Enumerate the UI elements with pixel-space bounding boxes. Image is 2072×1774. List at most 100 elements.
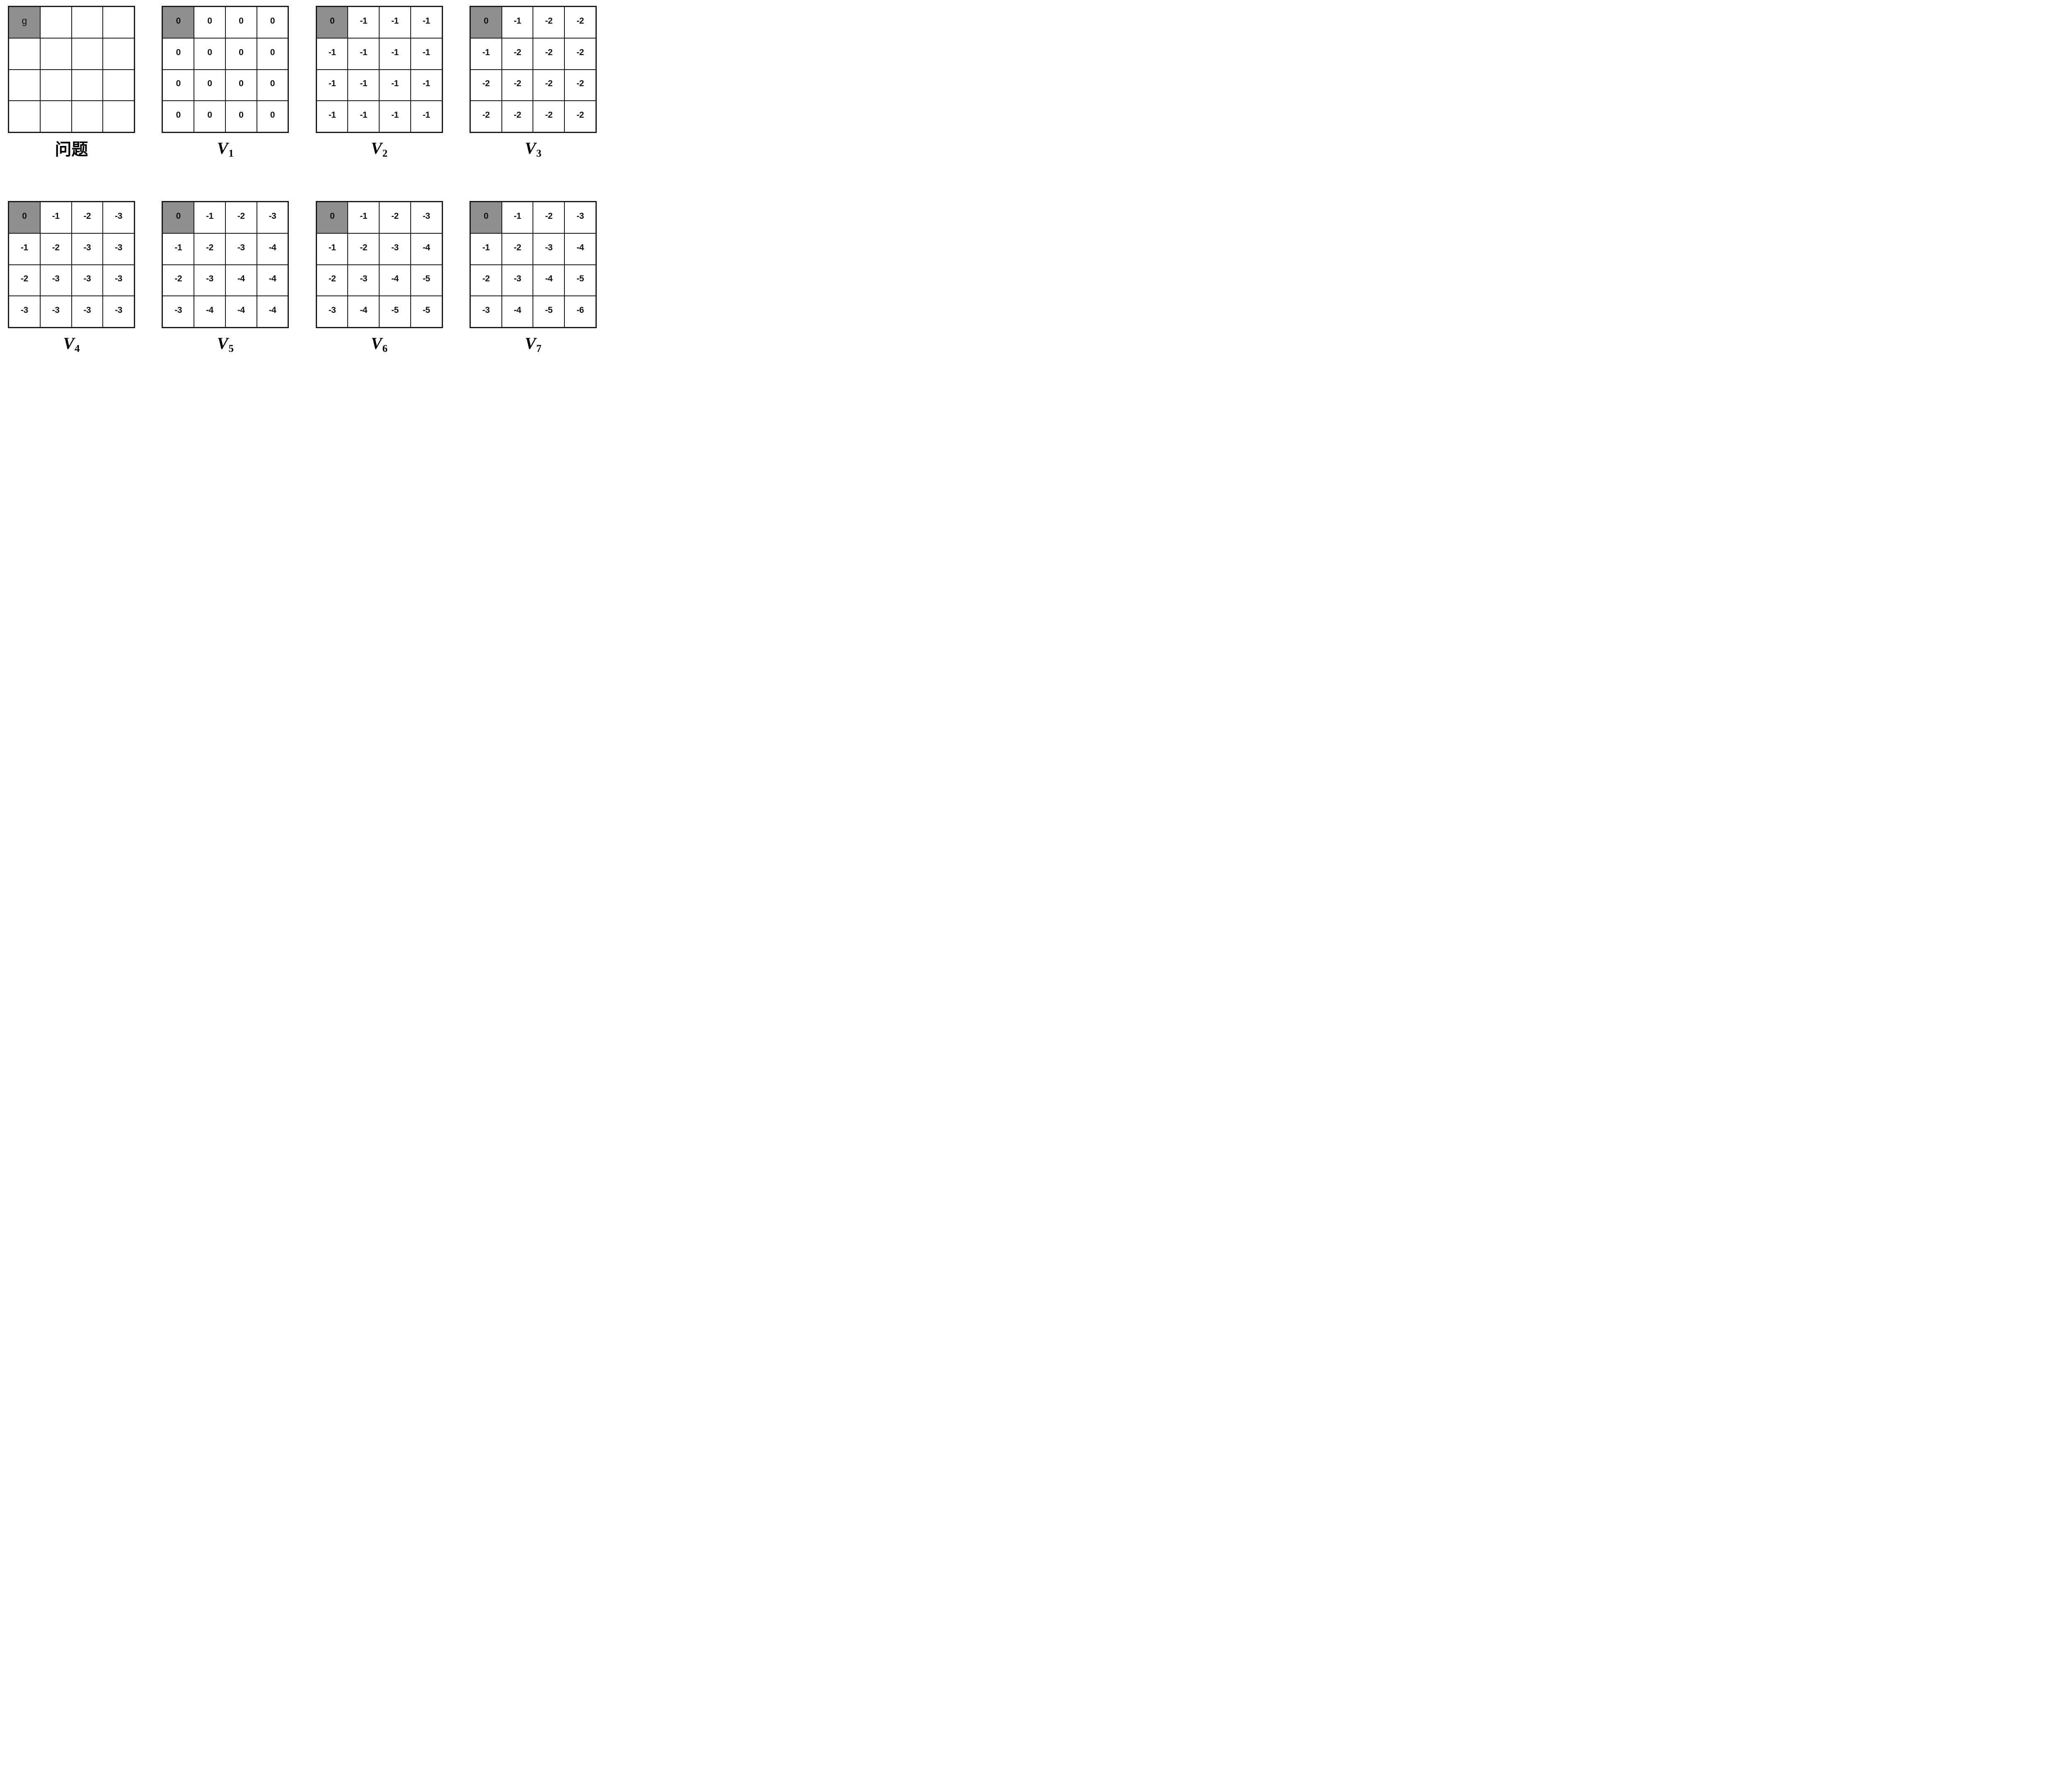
V6-cell-r2c2: -4 (379, 264, 411, 296)
V2-cell-r2c2: -1 (379, 69, 411, 101)
V1-cell-r0c1: 0 (194, 7, 225, 38)
V3-cell-r3c2: -2 (533, 101, 565, 132)
V2-cell-r1c3: -1 (410, 38, 442, 70)
V3-cell-r3c3: -2 (564, 101, 596, 132)
problem-cell-r3c3 (103, 101, 134, 132)
V2-cell-r3c0: -1 (316, 101, 348, 132)
V7-cell-r2c1: -3 (501, 264, 533, 296)
problem-cell-r2c2 (71, 69, 103, 101)
V2-cell-r2c3: -1 (410, 69, 442, 101)
V1-cell-r0c2: 0 (225, 7, 257, 38)
caption-problem-text: 问题 (55, 140, 88, 159)
value-grid-v7: 0-1-2-3-1-2-3-4-2-3-4-5-3-4-5-6 (469, 201, 597, 328)
V5-cell-r1c1: -2 (194, 233, 225, 265)
V4-cell-r3c1: -3 (40, 296, 72, 327)
V1-cell-r0c3: 0 (257, 7, 288, 38)
caption-problem: 问题 (55, 138, 88, 159)
problem-cell-r0c3 (103, 7, 134, 38)
value-grid-v3: 0-1-2-2-1-2-2-2-2-2-2-2-2-2-2-2 (469, 6, 597, 133)
V5-cell-r2c1: -3 (194, 264, 225, 296)
caption-v7-text: V7 (525, 334, 542, 354)
problem-cell-r3c1 (40, 101, 72, 132)
V4-cell-r2c3: -3 (103, 264, 134, 296)
figure-v7: 0-1-2-3-1-2-3-4-2-3-4-5-3-4-5-6 V7 (469, 201, 597, 354)
V7-cell-r3c1: -4 (501, 296, 533, 327)
problem-cell-r1c0 (9, 38, 40, 70)
V7-cell-r0c1: -1 (501, 202, 533, 233)
problem-cell-r0c0: g (9, 7, 40, 38)
V6-cell-r0c1: -1 (348, 202, 380, 233)
V6-cell-r3c2: -5 (379, 296, 411, 327)
V4-cell-r1c1: -2 (40, 233, 72, 265)
V1-cell-r3c1: 0 (194, 101, 225, 132)
problem-cell-r2c3 (103, 69, 134, 101)
V3-cell-r0c0: 0 (470, 7, 502, 38)
V7-cell-r0c0: 0 (470, 202, 502, 233)
V6-cell-r1c3: -4 (410, 233, 442, 265)
V2-cell-r2c0: -1 (316, 69, 348, 101)
problem-cell-r1c2 (71, 38, 103, 70)
V5-cell-r3c2: -4 (225, 296, 257, 327)
V5-cell-r2c0: -2 (162, 264, 194, 296)
grids-row-bottom: 0-1-2-3-1-2-3-3-2-3-3-3-3-3-3-3 V4 0-1-2… (0, 201, 597, 354)
figure-problem: g 问题 (8, 6, 135, 159)
V5-cell-r3c3: -4 (257, 296, 288, 327)
V4-cell-r1c3: -3 (103, 233, 134, 265)
V5-cell-r0c0: 0 (162, 202, 194, 233)
V4-cell-r2c2: -3 (71, 264, 103, 296)
problem-cell-r1c1 (40, 38, 72, 70)
V3-cell-r1c0: -1 (470, 38, 502, 70)
V6-cell-r3c3: -5 (410, 296, 442, 327)
problem-cell-r0c1 (40, 7, 72, 38)
V3-cell-r3c1: -2 (501, 101, 533, 132)
V1-cell-r2c3: 0 (257, 69, 288, 101)
V3-cell-r2c2: -2 (533, 69, 565, 101)
V2-cell-r2c1: -1 (348, 69, 380, 101)
V2-cell-r3c3: -1 (410, 101, 442, 132)
V4-cell-r0c1: -1 (40, 202, 72, 233)
V5-cell-r0c3: -3 (257, 202, 288, 233)
V6-cell-r0c0: 0 (316, 202, 348, 233)
V5-cell-r2c2: -4 (225, 264, 257, 296)
V7-cell-r1c0: -1 (470, 233, 502, 265)
V3-cell-r2c3: -2 (564, 69, 596, 101)
V1-cell-r2c2: 0 (225, 69, 257, 101)
caption-v2: V2 (371, 138, 388, 159)
V1-cell-r2c0: 0 (162, 69, 194, 101)
V7-cell-r1c2: -3 (533, 233, 565, 265)
caption-v6-text: V6 (371, 334, 388, 354)
V3-cell-r3c0: -2 (470, 101, 502, 132)
figure-v4: 0-1-2-3-1-2-3-3-2-3-3-3-3-3-3-3 V4 (8, 201, 135, 354)
V7-cell-r0c2: -2 (533, 202, 565, 233)
V6-cell-r2c3: -5 (410, 264, 442, 296)
V3-cell-r1c1: -2 (501, 38, 533, 70)
caption-v6: V6 (371, 333, 388, 354)
caption-v7: V7 (525, 333, 542, 354)
V2-cell-r3c1: -1 (348, 101, 380, 132)
V6-cell-r0c3: -3 (410, 202, 442, 233)
problem-cell-r3c2 (71, 101, 103, 132)
V6-cell-r2c1: -3 (348, 264, 380, 296)
V4-cell-r3c0: -3 (9, 296, 40, 327)
caption-v2-text: V2 (371, 138, 388, 159)
V1-cell-r1c3: 0 (257, 38, 288, 70)
V2-cell-r0c1: -1 (348, 7, 380, 38)
V5-cell-r0c2: -2 (225, 202, 257, 233)
V4-cell-r2c1: -3 (40, 264, 72, 296)
V1-cell-r3c0: 0 (162, 101, 194, 132)
V7-cell-r3c3: -6 (564, 296, 596, 327)
V3-cell-r0c1: -1 (501, 7, 533, 38)
problem-cell-r1c3 (103, 38, 134, 70)
problem-cell-r2c1 (40, 69, 72, 101)
V2-cell-r1c0: -1 (316, 38, 348, 70)
problem-grid: g (8, 6, 135, 133)
V4-cell-r0c0: 0 (9, 202, 40, 233)
V3-cell-r1c2: -2 (533, 38, 565, 70)
V3-cell-r0c2: -2 (533, 7, 565, 38)
V7-cell-r1c3: -4 (564, 233, 596, 265)
V2-cell-r0c3: -1 (410, 7, 442, 38)
V4-cell-r1c0: -1 (9, 233, 40, 265)
